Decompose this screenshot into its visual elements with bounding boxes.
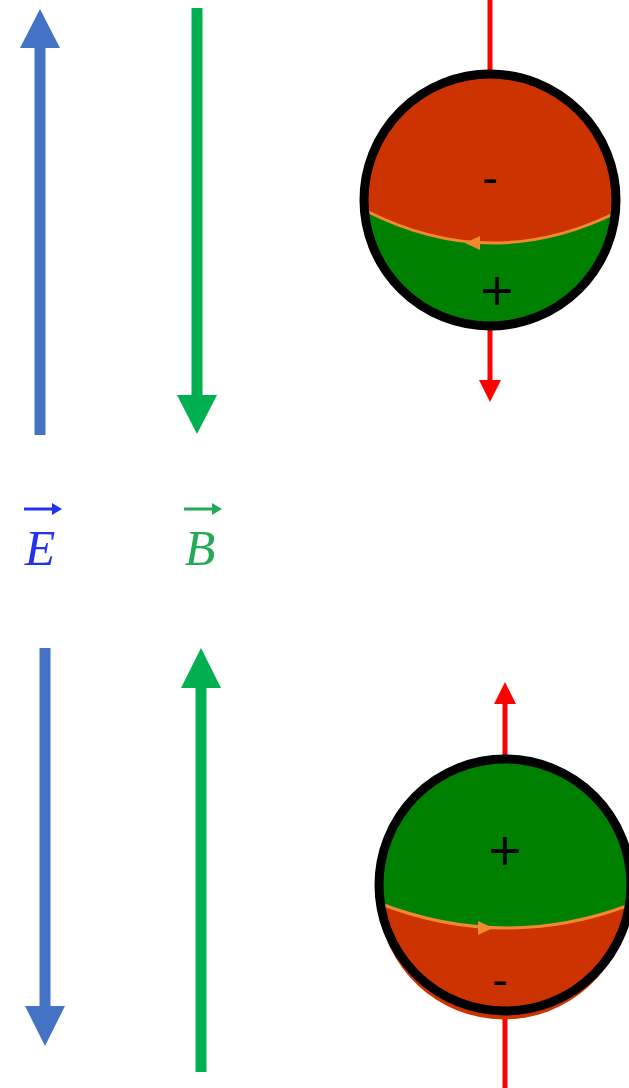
arrow-head (177, 395, 217, 434)
e-field-arrow (35, 45, 46, 435)
moment-axis (503, 700, 508, 756)
moment-axis (488, 0, 493, 70)
charge-sign: + (479, 268, 516, 312)
charge-sign: + (487, 828, 524, 872)
charged-sphere: +- (370, 750, 629, 1020)
e-field-arrow (40, 648, 51, 1010)
field-label: E (25, 523, 56, 573)
arrow-head (181, 648, 221, 688)
arrow-head (479, 380, 501, 402)
charge-sign: - (482, 156, 498, 200)
moment-axis (488, 330, 493, 385)
arrow-head (25, 1006, 65, 1046)
b-field-arrow (196, 684, 207, 1072)
vector-accent (24, 508, 54, 511)
charge-sign: - (492, 958, 508, 1002)
vector-accent (52, 503, 62, 515)
field-label: B (185, 523, 216, 573)
vector-accent (184, 508, 214, 511)
arrow-head (494, 682, 516, 704)
vector-accent (212, 503, 222, 515)
charged-sphere: -+ (355, 65, 625, 335)
arrow-head (20, 9, 60, 48)
moment-axis (503, 1015, 508, 1088)
b-field-arrow (192, 8, 203, 398)
